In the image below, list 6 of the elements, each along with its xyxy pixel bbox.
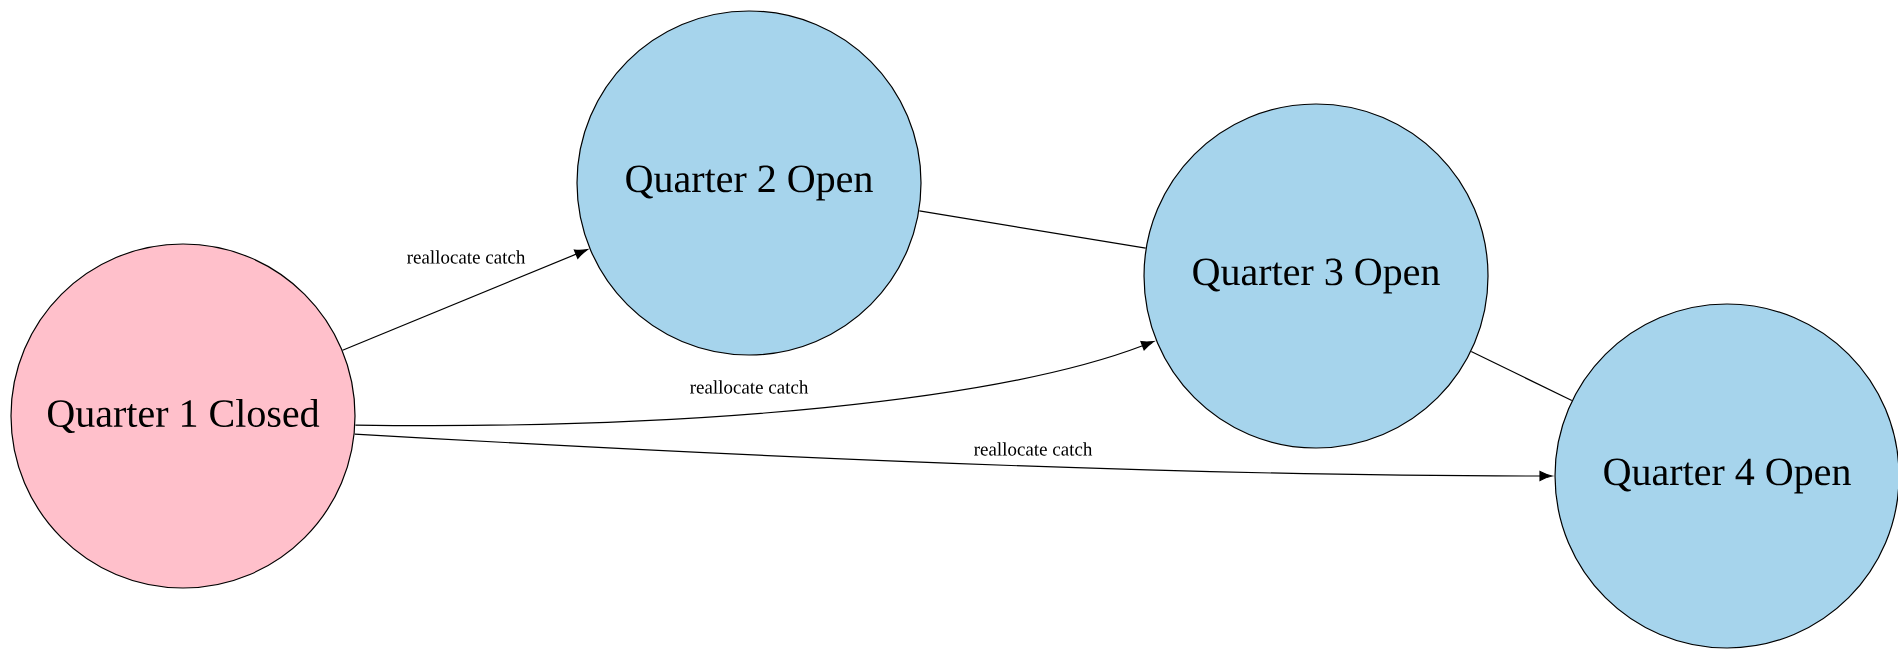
arrow	[342, 249, 588, 351]
edge-label: reallocate catch	[972, 441, 1094, 457]
arrow	[354, 340, 1155, 427]
edge-label: reallocate catch	[405, 249, 527, 265]
edge-label: reallocate catch	[688, 379, 810, 395]
arrow	[354, 433, 1553, 482]
